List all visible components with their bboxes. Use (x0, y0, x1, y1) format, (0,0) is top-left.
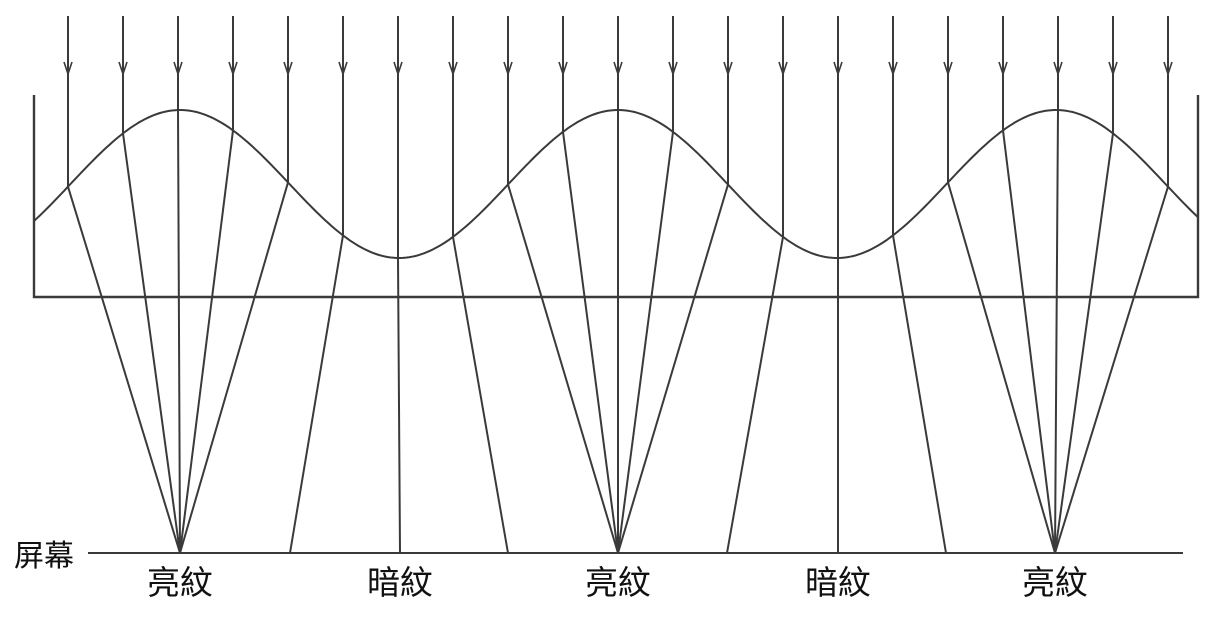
fringe-labels: 亮紋 暗紋 亮紋 暗紋 亮紋 (147, 563, 1088, 602)
fringe-label-4: 暗紋 (805, 563, 871, 602)
arrowhead-icon (1163, 61, 1173, 77)
refracted-ray (289, 235, 344, 554)
arrowhead-icon (778, 61, 788, 77)
refracted-ray (507, 184, 619, 554)
refracted-ray (1002, 130, 1056, 554)
fringe-label-5: 亮紋 (1022, 563, 1088, 602)
refracted-ray (452, 236, 509, 554)
arrowhead-icon (943, 61, 953, 77)
refracted-ray (1054, 186, 1169, 554)
arrowhead-icon (1053, 61, 1063, 77)
refracted-ray (179, 182, 289, 554)
arrowhead-icon (888, 61, 898, 77)
arrowhead-icon (1108, 61, 1118, 77)
arrowhead-icon (613, 61, 623, 77)
refracted-ray (892, 235, 947, 554)
fringe-label-2: 暗紋 (367, 563, 433, 602)
refracted-ray (177, 110, 181, 554)
refracted-ray (1054, 110, 1059, 554)
fringe-label-1: 亮紋 (147, 563, 213, 602)
refracted-ray (1054, 133, 1114, 554)
arrowhead-icon (668, 61, 678, 77)
arrowhead-icon (338, 61, 348, 77)
refracted-ray (617, 184, 729, 554)
refracted-rays (67, 110, 1169, 554)
arrowhead-icon (118, 61, 128, 77)
screen-label: 屏幕 (14, 539, 74, 574)
arrowhead-icon (558, 61, 568, 77)
refracted-ray (397, 257, 401, 554)
refracted-ray (562, 131, 619, 554)
lens-profile-curve (33, 109, 1199, 259)
arrowhead-icon (228, 61, 238, 77)
refracted-ray (617, 131, 674, 554)
refracted-ray (67, 186, 181, 554)
refracted-ray (179, 130, 234, 554)
arrowhead-icon (998, 61, 1008, 77)
arrowhead-icon (723, 61, 733, 77)
incident-rays (63, 16, 1173, 258)
refracted-ray (122, 133, 181, 554)
refracted-ray (947, 182, 1056, 554)
lens-frame (32, 95, 1200, 299)
arrowhead-icon (448, 61, 458, 77)
arrowhead-icon (833, 61, 843, 77)
refracted-ray (726, 236, 784, 554)
arrowhead-icon (173, 61, 183, 77)
fringe-label-3: 亮紋 (585, 563, 651, 602)
arrowhead-icon (283, 61, 293, 77)
arrowhead-icon (63, 61, 73, 77)
arrowhead-icon (503, 61, 513, 77)
arrowhead-icon (393, 61, 403, 77)
